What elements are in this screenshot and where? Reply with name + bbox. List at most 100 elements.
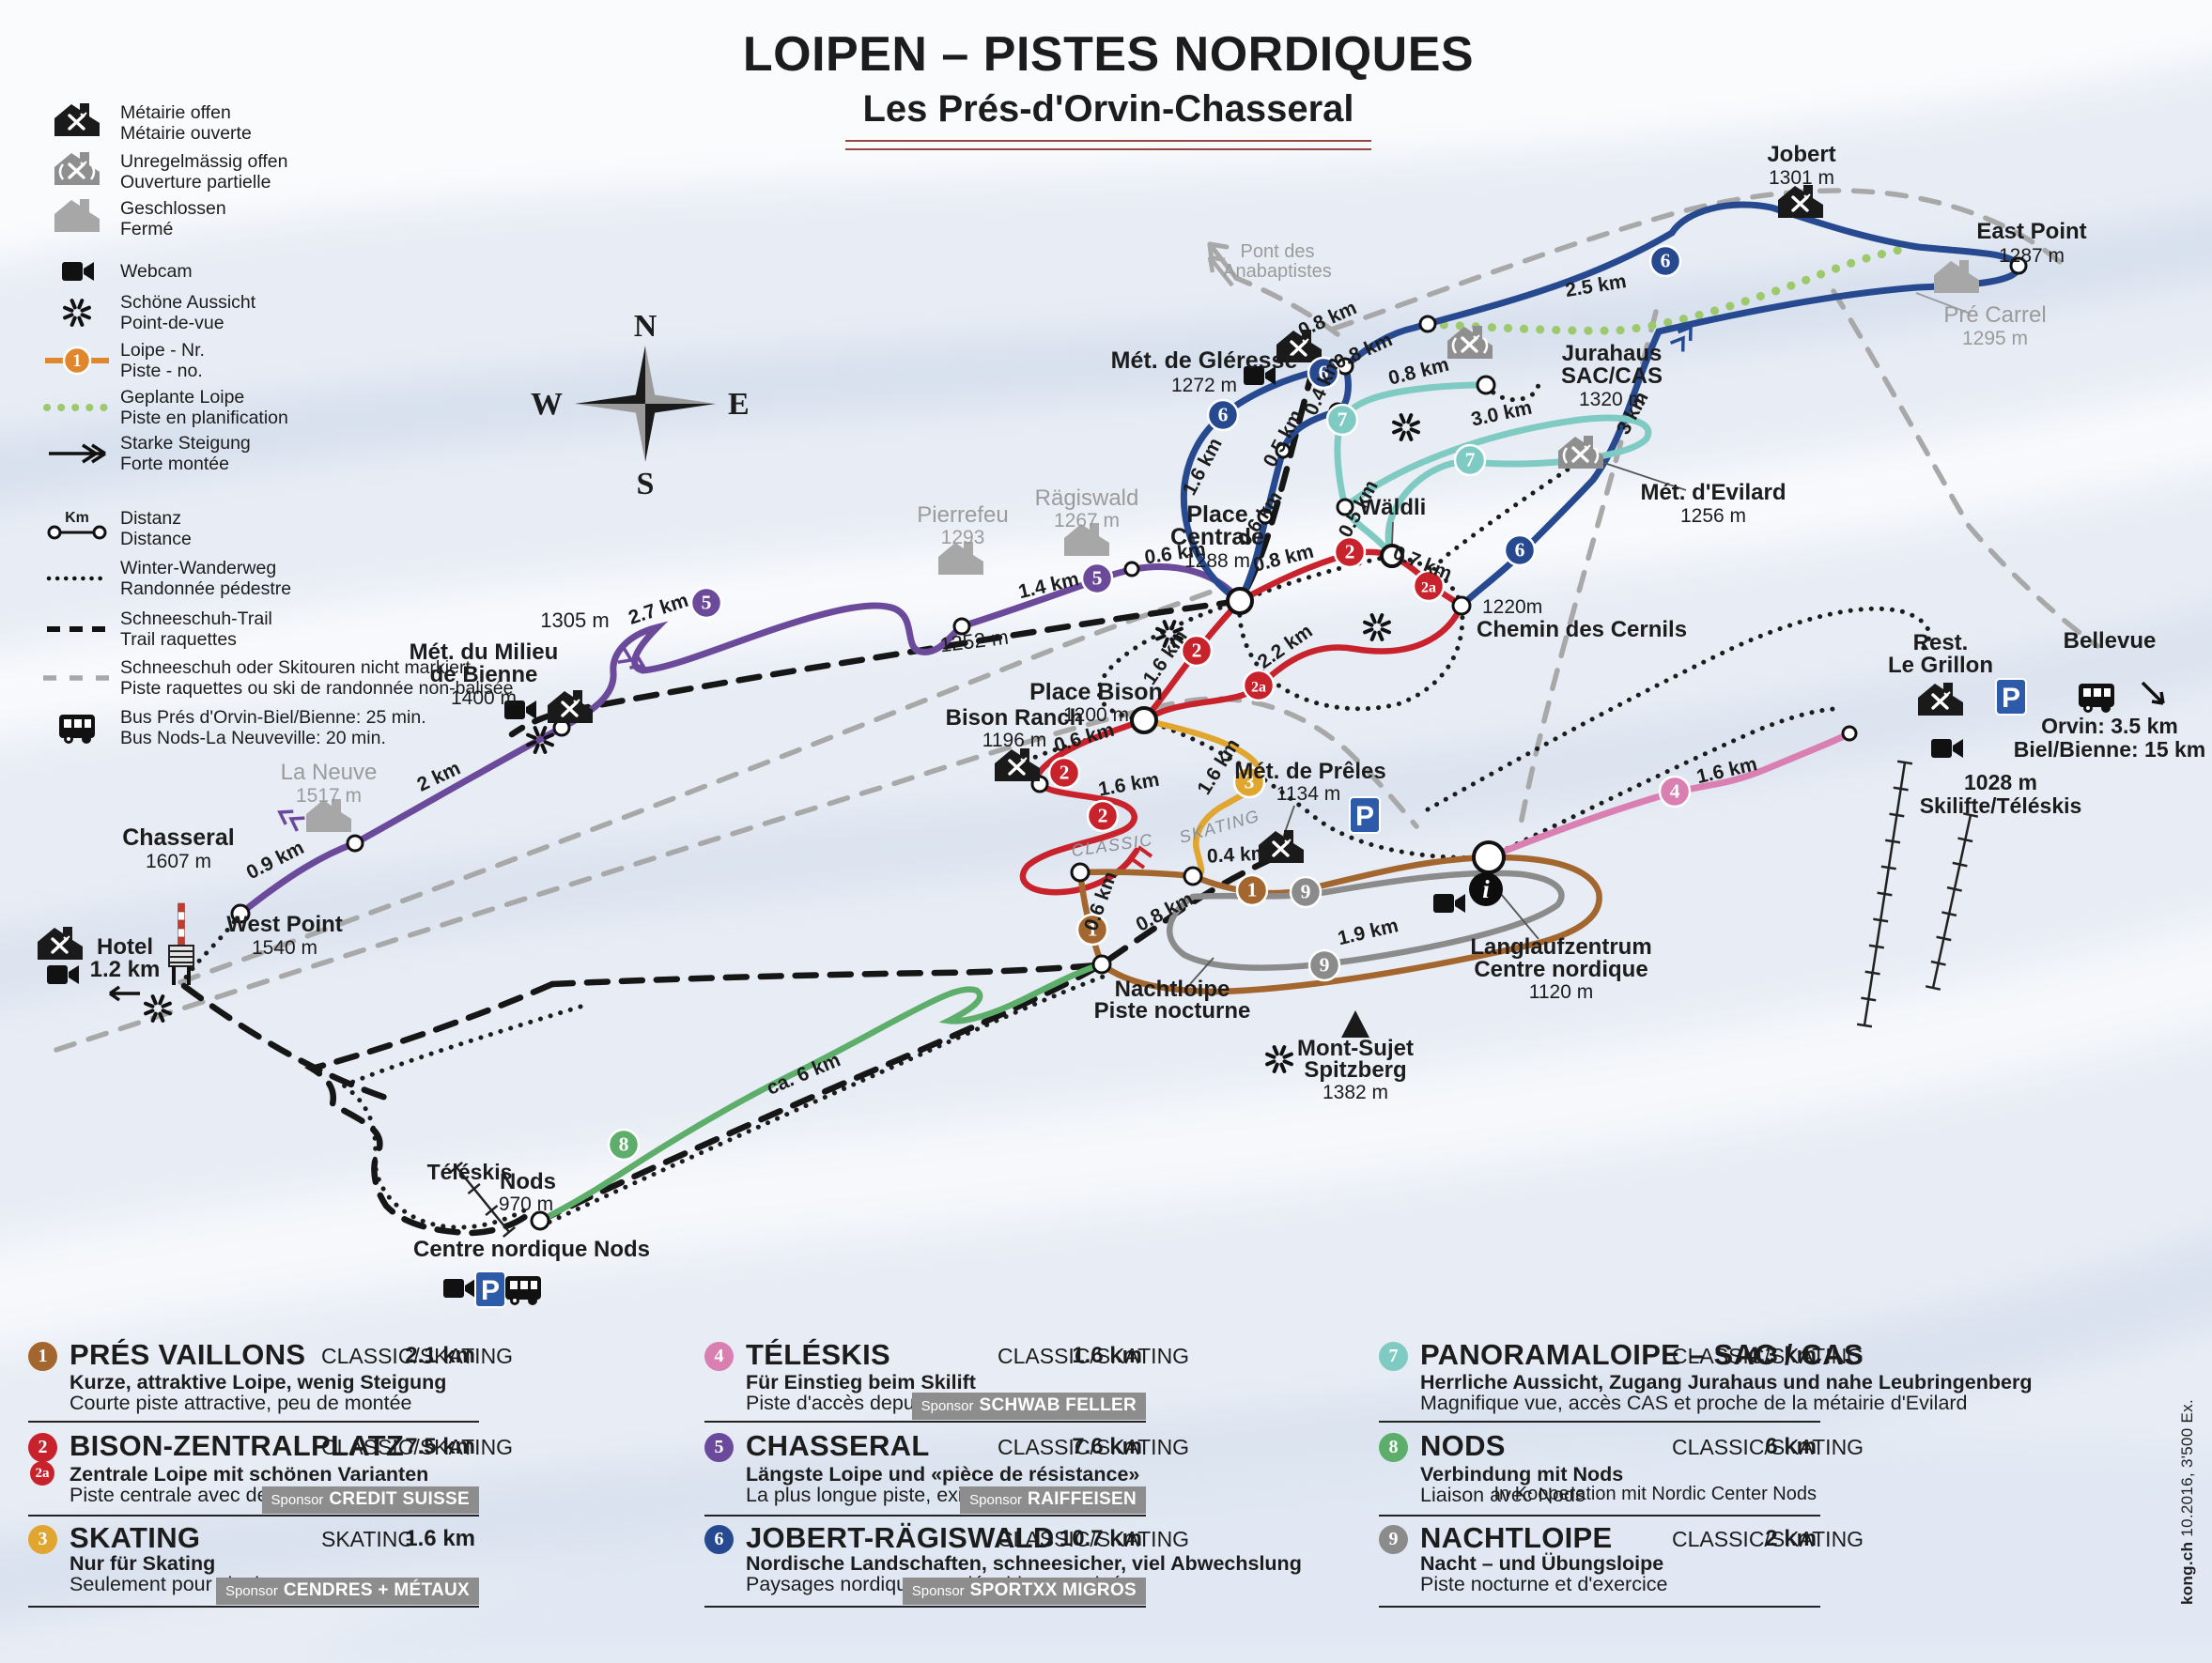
trail-desc-de: Nur für Skating (70, 1552, 216, 1575)
map-label: Place Bison (1029, 679, 1163, 705)
map-label: Centrale (1170, 524, 1264, 550)
trail-name: JOBERT-RÄGISWALD (746, 1521, 1055, 1554)
sponsor-label: Sponsor (969, 1492, 1023, 1508)
trail-number-badge: 5 (704, 1433, 734, 1462)
map-label: 1028 m (1964, 770, 2037, 794)
map-label: Biel/Bienne: 15 km (2014, 737, 2206, 762)
legend-item-11: Schneeschuh oder Skitouren nicht markier… (34, 656, 513, 700)
sponsor-badge: Sponsor RAIFFEISEN (960, 1486, 1146, 1514)
trail-type: CLASSIC/SKATING (321, 1435, 514, 1459)
title-block: LOIPEN – PISTES NORDIQUES Les Prés-d'Orv… (657, 26, 1559, 150)
junction-dot (1418, 315, 1437, 333)
trail-type: CLASSIC/SKATING (998, 1435, 1190, 1459)
map-label: de Bienne (430, 662, 538, 687)
compass-n: N (634, 309, 657, 344)
map-label: 1134 m (1276, 783, 1341, 805)
junction-dot (1275, 442, 1292, 459)
map-label: 1400 m (451, 687, 517, 709)
trail-badge-number: 8 (619, 1133, 629, 1156)
house-open-icon (1918, 683, 1963, 716)
trail-badge-number: 3 (1245, 771, 1255, 793)
webcam-icon (1433, 894, 1465, 913)
house-closed-icon (34, 197, 120, 240)
trail-4-path (1485, 730, 1853, 861)
map-label: 1120 m (1529, 981, 1594, 1003)
arrow-se-icon (2141, 681, 2165, 705)
map-label: Chasseral (122, 824, 235, 851)
trail-number-badge: 4 (704, 1342, 734, 1371)
legend-label-de: Bus Prés d'Orvin-Biel/Bienne: 25 min. (120, 707, 426, 728)
map-label: 970 m (499, 1193, 553, 1215)
page-subtitle: Les Prés-d'Orvin-Chasseral (862, 88, 1354, 130)
trail-badge-number: 4 (1670, 780, 1680, 803)
trail-badge-number: 2 (1060, 762, 1070, 784)
trail-distance: 4.3 km (1746, 1343, 1817, 1368)
junction-dot (1070, 862, 1091, 883)
trail-number-badge: 3 (28, 1525, 57, 1554)
credit-note: kong.ch 10.2016, 3'500 Ex. (2178, 1399, 2197, 1605)
map-label: Rest. (1913, 630, 1969, 655)
map-label: 1540 m (252, 937, 317, 959)
viewpoint-icon (1363, 613, 1391, 641)
junction-dot (230, 903, 251, 924)
trail-desc-de: Verbindung mit Nods (1420, 1463, 1624, 1486)
trail-number-badge: 9 (1379, 1525, 1408, 1554)
house-closed-icon (1064, 523, 1109, 556)
compass-w: W (531, 387, 563, 422)
house-closed-icon (1934, 260, 1979, 293)
legend-label-fr: Fermé (120, 219, 174, 239)
trail-badge-number: 5 (702, 592, 712, 614)
trail-badge-7: 7 (1325, 403, 1359, 437)
legend-label-fr: Randonnée pédestre (120, 578, 292, 599)
legend-label-fr: Piste - no. (120, 361, 203, 381)
map-label: 1288 m (1184, 550, 1250, 572)
trail-desc-fr: Liaison avec Nods (1420, 1484, 1586, 1506)
map-label: Mét. de Gléresse (1111, 347, 1298, 374)
sponsor-label: Sponsor (920, 1398, 974, 1414)
trail-type: CLASSIC/SKATING (998, 1344, 1190, 1368)
trail-badge-number: 2a (1421, 580, 1436, 596)
trail-badge-number: 7 (1338, 408, 1348, 431)
trail-badge-2a: 2a (1242, 669, 1276, 702)
trail-badge-5: 5 (689, 586, 723, 620)
map-label: Pré Carrel (1943, 302, 2046, 328)
credit-bold: kong.ch (2178, 1541, 2196, 1605)
trail-list-divider (704, 1421, 1146, 1423)
webcam-icon (47, 965, 79, 984)
map-label: Chemin des Cernils (1477, 617, 1687, 642)
trail-name: PANORAMALOIPE – SAC / CAS (1420, 1338, 1864, 1371)
map-label: Téléskis (427, 1160, 513, 1184)
trail-badge-number: 2a (1251, 680, 1266, 696)
trail-distance: 2 km (1765, 1526, 1817, 1551)
parking-icon: P (474, 1270, 506, 1308)
trail-9-path (1167, 870, 1565, 971)
map-label: Nods (500, 1169, 556, 1194)
trail-list-divider (1379, 1421, 1820, 1423)
junction-dot (1336, 498, 1354, 516)
steep-chevron-mark (277, 809, 305, 832)
steep-chevron-mark (617, 647, 646, 670)
legend-label-fr: Piste en planification (120, 408, 288, 428)
map-label: Wäldli (1360, 495, 1427, 520)
house-open-icon (38, 927, 83, 960)
sponsor-label: Sponsor (224, 1583, 278, 1599)
legend-label-de: Unregelmässig offen (120, 151, 288, 172)
trail-list-divider (28, 1421, 479, 1423)
legend-label-de: Starke Steigung (120, 433, 251, 454)
map-label: 1293 (941, 527, 985, 548)
house-closed-icon (938, 542, 983, 575)
trail-distance: 1.6 km (1072, 1343, 1142, 1368)
legend-item-text: Webcam (120, 261, 193, 282)
sponsor-name: RAIFFEISEN (1028, 1489, 1137, 1509)
junction-dot (1451, 595, 1472, 616)
trail-desc-de: Herrliche Aussicht, Zugang Jurahaus und … (1420, 1371, 2033, 1394)
house-open-icon (995, 748, 1040, 781)
